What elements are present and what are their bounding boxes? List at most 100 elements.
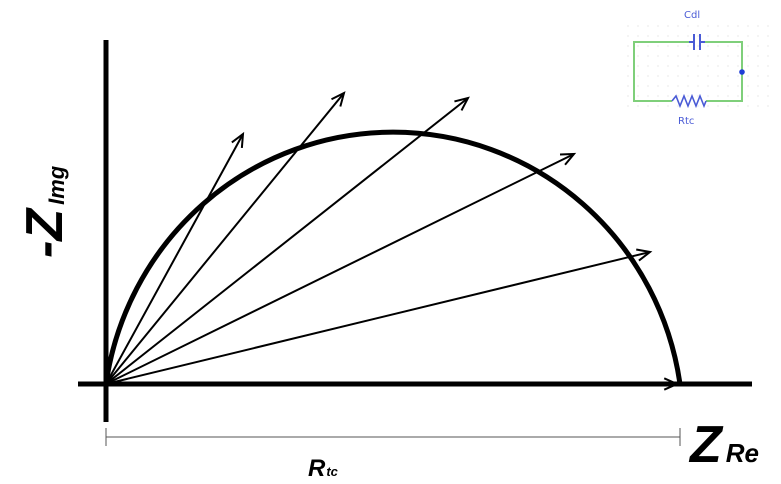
- grid-dot: [697, 25, 699, 27]
- grid-dot: [667, 75, 669, 77]
- grid-dot: [687, 75, 689, 77]
- grid-dot: [757, 75, 759, 77]
- grid-dot: [687, 95, 689, 97]
- grid-dot: [717, 25, 719, 27]
- grid-dot: [767, 35, 769, 37]
- grid-dot: [707, 85, 709, 87]
- grid-dot: [697, 105, 699, 107]
- grid-dot: [627, 85, 629, 87]
- grid-dot: [667, 35, 669, 37]
- grid-dot: [767, 85, 769, 87]
- grid-dot: [747, 105, 749, 107]
- grid-dot: [687, 35, 689, 37]
- grid-dot: [717, 55, 719, 57]
- grid-dot: [647, 75, 649, 77]
- grid-dot: [717, 95, 719, 97]
- grid-dot: [747, 95, 749, 97]
- grid-dot: [677, 45, 679, 47]
- resistor-icon: [671, 93, 707, 109]
- grid-dot: [697, 95, 699, 97]
- rtc-label: Rtc: [308, 455, 339, 482]
- grid-dot: [667, 55, 669, 57]
- grid-dot: [657, 95, 659, 97]
- grid-dot: [637, 45, 639, 47]
- grid-dot: [737, 65, 739, 67]
- grid-dot: [757, 55, 759, 57]
- grid-dot: [747, 45, 749, 47]
- grid-dot: [747, 55, 749, 57]
- grid-dot: [657, 105, 659, 107]
- grid-dot: [707, 25, 709, 27]
- grid-dot: [647, 45, 649, 47]
- grid-dot: [707, 65, 709, 67]
- grid-dot: [677, 35, 679, 37]
- grid-dot: [657, 45, 659, 47]
- grid-dot: [627, 65, 629, 67]
- grid-dot: [647, 105, 649, 107]
- grid-dot: [637, 85, 639, 87]
- circuit-node: [739, 69, 745, 75]
- grid-dot: [627, 95, 629, 97]
- grid-dot: [657, 35, 659, 37]
- grid-dot: [687, 55, 689, 57]
- resistor-label: Rtc: [678, 116, 694, 127]
- vector-arrowhead: [663, 377, 680, 391]
- grid-dot: [737, 25, 739, 27]
- grid-dot: [767, 95, 769, 97]
- impedance-vector: [105, 133, 244, 385]
- grid-dot: [647, 95, 649, 97]
- equivalent-circuit: Cdl Rtc: [620, 4, 776, 127]
- grid-dot: [697, 85, 699, 87]
- grid-dot: [757, 105, 759, 107]
- grid-dot: [667, 65, 669, 67]
- grid-dot: [757, 85, 759, 87]
- grid-dot: [737, 85, 739, 87]
- grid-dot: [767, 55, 769, 57]
- grid-dot: [747, 25, 749, 27]
- grid-dot: [727, 55, 729, 57]
- circuit-wire-top: [633, 41, 689, 102]
- grid-dot: [687, 65, 689, 67]
- grid-dot: [667, 25, 669, 27]
- grid-dot: [687, 45, 689, 47]
- grid-dot: [687, 85, 689, 87]
- grid-dot: [627, 45, 629, 47]
- grid-dot: [717, 105, 719, 107]
- grid-dot: [727, 25, 729, 27]
- grid-dot: [707, 55, 709, 57]
- impedance-vector: [105, 251, 651, 385]
- grid-dot: [737, 45, 739, 47]
- grid-dot: [707, 35, 709, 37]
- grid-dot: [727, 75, 729, 77]
- grid-dot: [727, 65, 729, 67]
- y-axis-label: -ZImg: [16, 165, 74, 258]
- grid-dot: [697, 55, 699, 57]
- grid-dot: [757, 35, 759, 37]
- grid-dot: [767, 45, 769, 47]
- grid-dot: [667, 45, 669, 47]
- grid-dot: [667, 105, 669, 107]
- grid-dot: [677, 85, 679, 87]
- grid-dot: [737, 105, 739, 107]
- grid-dot: [737, 55, 739, 57]
- grid-dot: [717, 35, 719, 37]
- grid-dot: [637, 65, 639, 67]
- grid-dot: [757, 65, 759, 67]
- impedance-vector: [105, 92, 345, 385]
- grid-dot: [647, 65, 649, 67]
- vector-arrowhead: [636, 248, 653, 262]
- grid-dot: [637, 105, 639, 107]
- grid-dot: [737, 35, 739, 37]
- grid-dot: [717, 75, 719, 77]
- grid-dot: [637, 55, 639, 57]
- grid-dot: [637, 95, 639, 97]
- grid-dot: [707, 75, 709, 77]
- grid-dot: [697, 75, 699, 77]
- grid-dot: [757, 25, 759, 27]
- grid-dot: [627, 35, 629, 37]
- vector-arrowhead: [331, 91, 346, 107]
- grid-dot: [747, 35, 749, 37]
- grid-dot: [747, 65, 749, 67]
